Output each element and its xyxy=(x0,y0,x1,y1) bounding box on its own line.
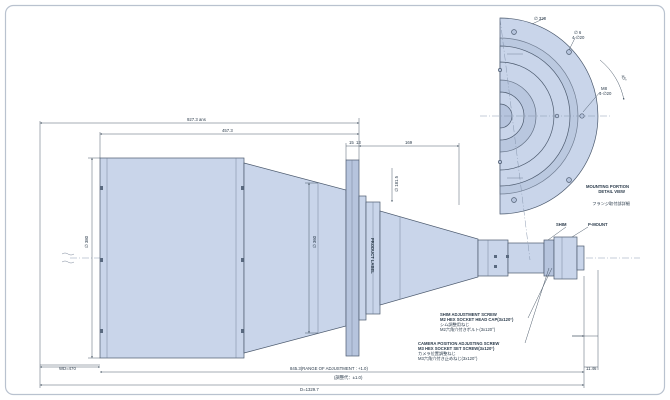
rear-barrel xyxy=(477,239,509,277)
shim-label: SHIM xyxy=(556,222,567,227)
p-mount-label: P-MOUNT xyxy=(588,222,608,227)
dim-flange-b: 13 xyxy=(356,140,361,145)
detail-leaders xyxy=(531,17,625,113)
dimension-lines xyxy=(39,118,599,388)
callout-leaders xyxy=(524,226,589,344)
svg-text:CAMERA POSITION ADJUSTING SCRE: CAMERA POSITION ADJUSTING SCREW xyxy=(418,341,499,346)
dim-end-gap: 11.46 xyxy=(586,366,597,371)
dim-hole-a: ∅ 6 xyxy=(574,30,582,35)
dim-flange-a: 15 xyxy=(349,140,354,145)
svg-text:シム調整用ねじ: シム調整用ねじ xyxy=(440,321,469,328)
svg-text:M3六角穴付き止めねじ(3x120°): M3六角穴付き止めねじ(3x120°) xyxy=(418,355,478,362)
dim-flange-diameter: ∅ 320 xyxy=(534,16,547,21)
mounting-flange xyxy=(345,159,360,357)
lens-side-view xyxy=(99,157,585,359)
dim-body-length: 457.3 xyxy=(222,128,233,133)
svg-text:M2六角穴付きボルト(3x120°): M2六角穴付きボルト(3x120°) xyxy=(440,326,496,333)
dim-working-distance: WD=470 xyxy=(59,366,76,371)
product-label-text: PRODUCT LABEL xyxy=(370,238,375,274)
dim-cone-diameter: ∅ 360 xyxy=(312,235,317,248)
dim-adjustment-range-jp: (調整代：±1.0) xyxy=(334,374,363,381)
svg-text:DETAIL VIEW: DETAIL VIEW xyxy=(598,189,625,194)
svg-text:MOUNTING PORTION: MOUNTING PORTION xyxy=(586,184,629,189)
dim-hole-pcd-b: 4-∅20 xyxy=(599,91,612,96)
dim-overall: D=1329.7 xyxy=(300,387,319,392)
lens-neck xyxy=(379,210,479,306)
svg-text:カメラ位置調整ねじ: カメラ位置調整ねじ xyxy=(418,350,456,357)
dim-angle: 45° xyxy=(620,74,628,82)
shim-screw-callout: SHIM ADJUSTMENT SCREW M2 HEX SOCKET HEAD… xyxy=(440,312,514,333)
lens-cone xyxy=(243,162,347,354)
dim-hole-pcd-a: 4-∅20 xyxy=(572,35,585,40)
mounting-detail-view xyxy=(480,17,610,261)
product-label-band xyxy=(358,195,367,321)
dim-neck-diameter: ∅ 181.5 xyxy=(394,175,399,191)
p-mount xyxy=(553,236,578,280)
svg-text:フランジ取付部詳細: フランジ取付部詳細 xyxy=(592,200,630,207)
object-break-mark xyxy=(61,252,75,264)
dim-total-length: 927.3 ans xyxy=(187,117,206,122)
mounting-caption: MOUNTING PORTION DETAIL VIEW フランジ取付部詳細 xyxy=(586,184,630,207)
lens-front-barrel xyxy=(99,157,245,359)
svg-text:M3 HEX SOCKET SET SCREW(3x120°: M3 HEX SOCKET SET SCREW(3x120°) xyxy=(418,346,495,351)
dim-adjustment-range: 845.3(RANGE OF ADJUSTMENT : +1.0) xyxy=(290,366,368,371)
svg-text:SHIM ADJUSTMENT SCREW: SHIM ADJUSTMENT SCREW xyxy=(440,312,497,317)
dim-body-height: ∅ 380 xyxy=(84,235,89,248)
svg-text:M2 HEX SOCKET HEAD CAP(3x120°): M2 HEX SOCKET HEAD CAP(3x120°) xyxy=(440,317,514,322)
dim-hole-b: M8 xyxy=(601,86,608,91)
dim-neck-length: 169 xyxy=(405,140,413,145)
shim xyxy=(543,239,555,277)
camera-screw-callout: CAMERA POSITION ADJUSTING SCREW M3 HEX S… xyxy=(418,341,499,362)
